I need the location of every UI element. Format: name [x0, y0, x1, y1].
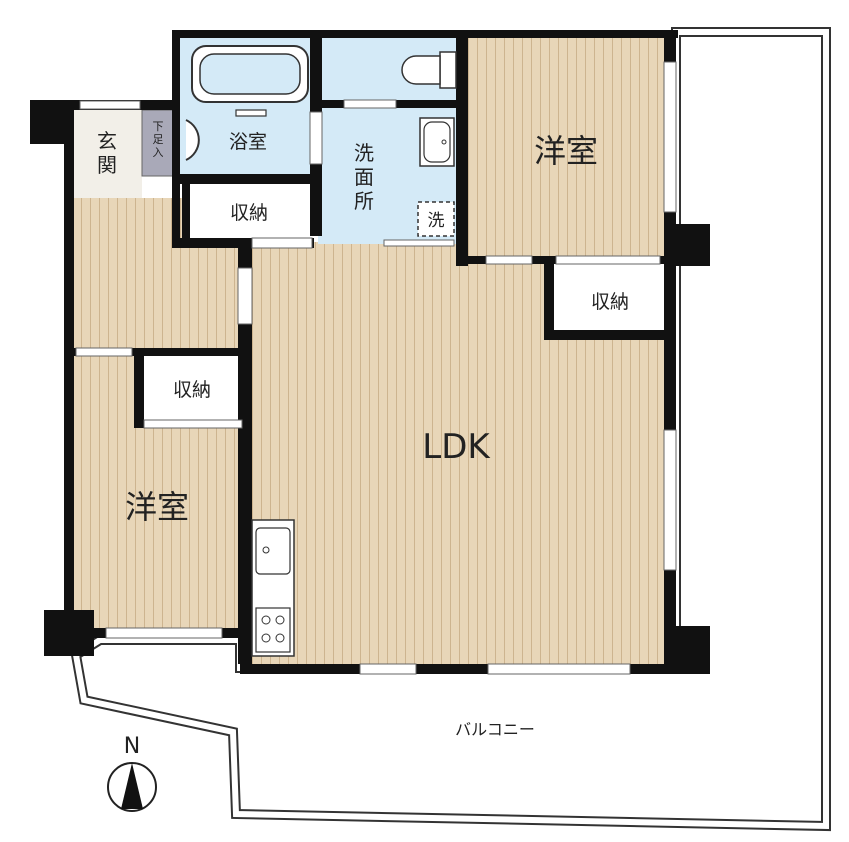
washroom-label-2: 面 — [354, 165, 374, 189]
western-room-ne-label: 洋室 — [534, 132, 598, 170]
washroom-label-3: 所 — [354, 189, 374, 213]
bathroom-label: 浴室 — [229, 131, 267, 153]
shoe-box-label-1: 下 — [153, 120, 164, 133]
openings — [75, 61, 677, 675]
storage-left-label: 収納 — [173, 379, 211, 401]
washer-label: 洗 — [428, 211, 445, 231]
wash-basin — [419, 117, 455, 167]
ldk-label: LDK — [422, 427, 491, 467]
toilet — [401, 51, 457, 89]
entrance-label-2: 関 — [97, 153, 117, 177]
washroom-label-1: 洗 — [354, 141, 374, 165]
north-compass-icon — [107, 762, 157, 812]
storage-right-floor — [552, 262, 666, 330]
storage-top-floor — [190, 184, 308, 238]
bathtub — [191, 45, 309, 117]
storage-left-floor — [142, 354, 242, 424]
storage-top-label: 収納 — [230, 202, 268, 224]
entrance-label-1: 玄 — [97, 129, 117, 153]
north-label: N — [124, 734, 140, 759]
shoe-box — [141, 109, 175, 177]
western-room-ne-floor — [462, 36, 666, 260]
western-room-sw-label: 洋室 — [125, 488, 189, 526]
bath-sink — [185, 119, 200, 161]
shoe-box-label-3: 入 — [153, 146, 164, 159]
balcony-label: バルコニー — [455, 720, 535, 739]
storage-right-label: 収納 — [591, 291, 629, 313]
washer-space — [417, 201, 455, 237]
kitchen-counter — [251, 519, 295, 657]
shoe-box-label-2: 足 — [153, 133, 164, 146]
balcony-outline-inner — [72, 29, 829, 830]
entrance-floor — [72, 110, 142, 198]
